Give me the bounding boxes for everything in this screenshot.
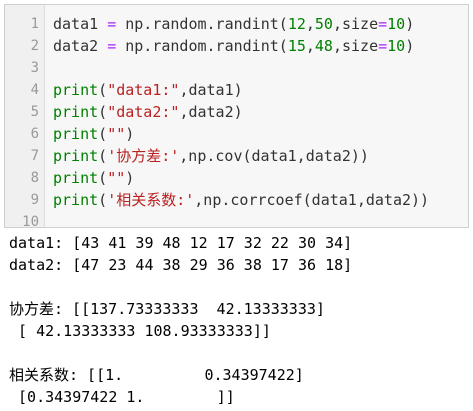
line-number: 8 [30, 170, 39, 186]
code-token: = [378, 37, 388, 55]
code-token: ( [98, 191, 108, 209]
code-token: ,data2) [179, 103, 243, 121]
code-token: "data2:" [107, 103, 180, 121]
code-token: print [53, 147, 99, 165]
code-token: ,data1) [179, 81, 243, 99]
code-text: print("data1:",data1) [53, 79, 243, 101]
code-text: print("") [53, 167, 134, 189]
line-number: 6 [30, 126, 39, 142]
code-token: print [53, 191, 99, 209]
code-token: ,size [332, 37, 379, 55]
code-token: , [305, 37, 315, 55]
output-line: data2: [47 23 44 38 29 36 38 17 36 18] [9, 256, 353, 274]
line-number: 2 [30, 38, 39, 54]
code-token: 15 [287, 37, 306, 55]
line-number: 3 [30, 60, 39, 76]
line-number: 1 [30, 16, 39, 32]
code-text: print("data2:",data2) [53, 101, 243, 123]
code-token: = [107, 15, 117, 33]
code-token: '协方差:' [107, 147, 180, 165]
code-text: data2 = np.random.randint(15,48,size=10) [53, 35, 414, 57]
code-token: print [53, 125, 99, 143]
code-token: 10 [387, 37, 406, 55]
output-line: data1: [43 41 39 48 12 17 32 22 30 34] [9, 234, 353, 252]
code-token: ( [98, 147, 108, 165]
code-token: ) [125, 125, 135, 143]
code-token: print [53, 81, 99, 99]
line-number: 4 [30, 82, 39, 98]
output-line [9, 342, 469, 364]
output-line: 相关系数: [[1. 0.34397422] [9, 366, 304, 384]
code-text: print('相关系数:',np.corrcoef(data1,data2)) [53, 189, 429, 211]
code-text: data1 = np.random.randint(12,50,size=10) [53, 13, 414, 35]
code-text: print("") [53, 123, 134, 145]
code-token: ,np.corrcoef(data1,data2)) [194, 191, 430, 209]
code-token: ( [98, 169, 108, 187]
code-token: "data1:" [107, 81, 180, 99]
code-token: print [53, 169, 99, 187]
line-number: 7 [30, 148, 39, 164]
code-token: "" [107, 169, 126, 187]
code-token: print [53, 103, 99, 121]
code-token: data1 [53, 15, 108, 33]
code-token: ) [125, 169, 135, 187]
output-line: 协方差: [[137.73333333 42.13333333] [9, 300, 325, 318]
line-number-gutter [5, 5, 45, 227]
code-text: print('协方差:',np.cov(data1,data2)) [53, 145, 369, 167]
output-line: [0.34397422 1. ]] [9, 388, 235, 406]
code-token: ( [98, 81, 108, 99]
code-token: ) [405, 37, 415, 55]
code-token: 50 [314, 15, 333, 33]
code-token: ( [98, 103, 108, 121]
code-token: , [305, 15, 315, 33]
code-token: 48 [314, 37, 333, 55]
code-token: ,size [332, 15, 379, 33]
line-number: 9 [30, 192, 39, 208]
code-token: = [107, 37, 117, 55]
line-number: 5 [30, 104, 39, 120]
cell-output: data1: [43 41 39 48 12 17 32 22 30 34] da… [9, 232, 469, 408]
code-token: "" [107, 125, 126, 143]
output-line: [ 42.13333333 108.93333333]] [9, 322, 271, 340]
code-token: np.random.randint( [116, 37, 288, 55]
output-line [9, 276, 469, 298]
code-token: ,np.cov(data1,data2)) [179, 147, 369, 165]
line-number: 10 [22, 214, 39, 228]
code-token: np.random.randint( [116, 15, 288, 33]
code-token: 10 [387, 15, 406, 33]
code-token: = [378, 15, 388, 33]
code-token: ( [98, 125, 108, 143]
code-token: data2 [53, 37, 108, 55]
code-token: ) [405, 15, 415, 33]
code-token: '相关系数:' [107, 191, 195, 209]
code-token: 12 [287, 15, 306, 33]
